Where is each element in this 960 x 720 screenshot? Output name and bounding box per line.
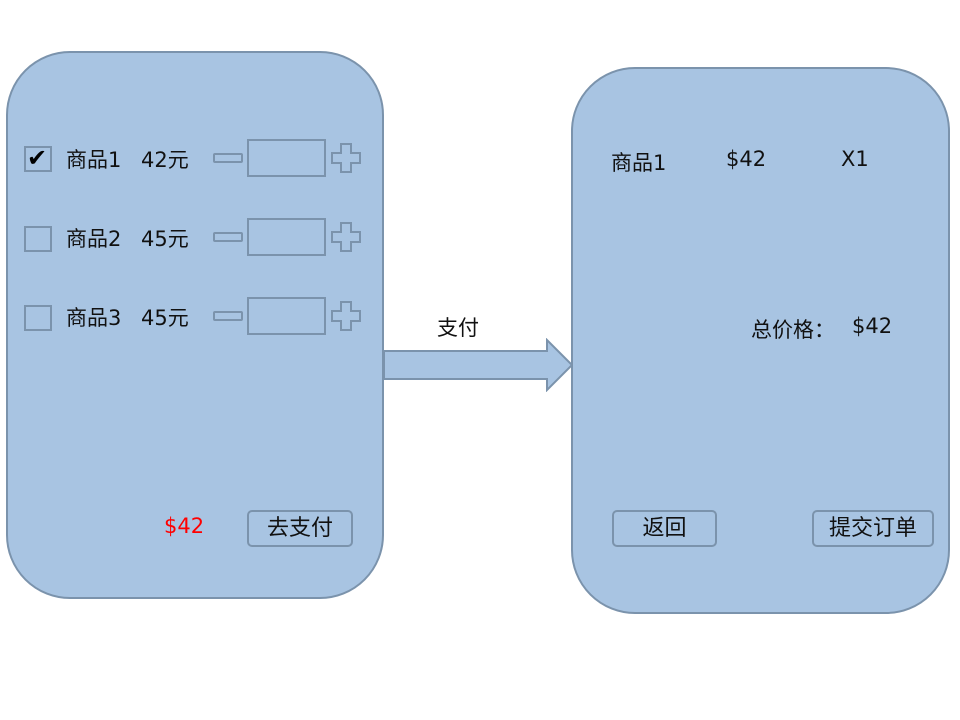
item-2-price: 45元 [141, 227, 189, 251]
item-2-name: 商品2 [66, 227, 122, 251]
item-1-price: 42元 [141, 148, 189, 172]
right-arrow-icon [383, 338, 574, 392]
item-3-quantity-input[interactable] [247, 297, 326, 335]
item-3-minus-icon[interactable] [213, 311, 243, 321]
cart-total: $42 [164, 514, 205, 538]
item-2-minus-icon[interactable] [213, 232, 243, 242]
go-pay-button[interactable]: 去支付 [247, 510, 353, 547]
order-total-label: 总价格： [751, 318, 835, 342]
item-2-plus-icon[interactable] [331, 222, 361, 252]
order-total-value: $42 [852, 314, 893, 338]
item-1-plus-icon[interactable] [331, 143, 361, 173]
item-3-price: 45元 [141, 306, 189, 330]
back-button[interactable]: 返回 [612, 510, 717, 547]
order-item-price: $42 [726, 147, 767, 171]
checkmark-icon: ✔ [27, 144, 48, 172]
item-3-plus-icon[interactable] [331, 301, 361, 331]
item-2-checkbox[interactable] [24, 226, 52, 252]
item-1-quantity-input[interactable] [247, 139, 326, 177]
order-item-quantity: X1 [841, 147, 869, 171]
item-2-quantity-input[interactable] [247, 218, 326, 256]
item-3-name: 商品3 [66, 306, 122, 330]
item-1-minus-icon[interactable] [213, 153, 243, 163]
submit-order-button[interactable]: 提交订单 [812, 510, 934, 547]
item-1-checkbox[interactable]: ✔ [24, 144, 52, 172]
flow-arrow-label: 支付 [437, 316, 479, 340]
item-1-name: 商品1 [66, 148, 122, 172]
order-item-name: 商品1 [611, 151, 667, 175]
item-3-checkbox[interactable] [24, 305, 52, 331]
